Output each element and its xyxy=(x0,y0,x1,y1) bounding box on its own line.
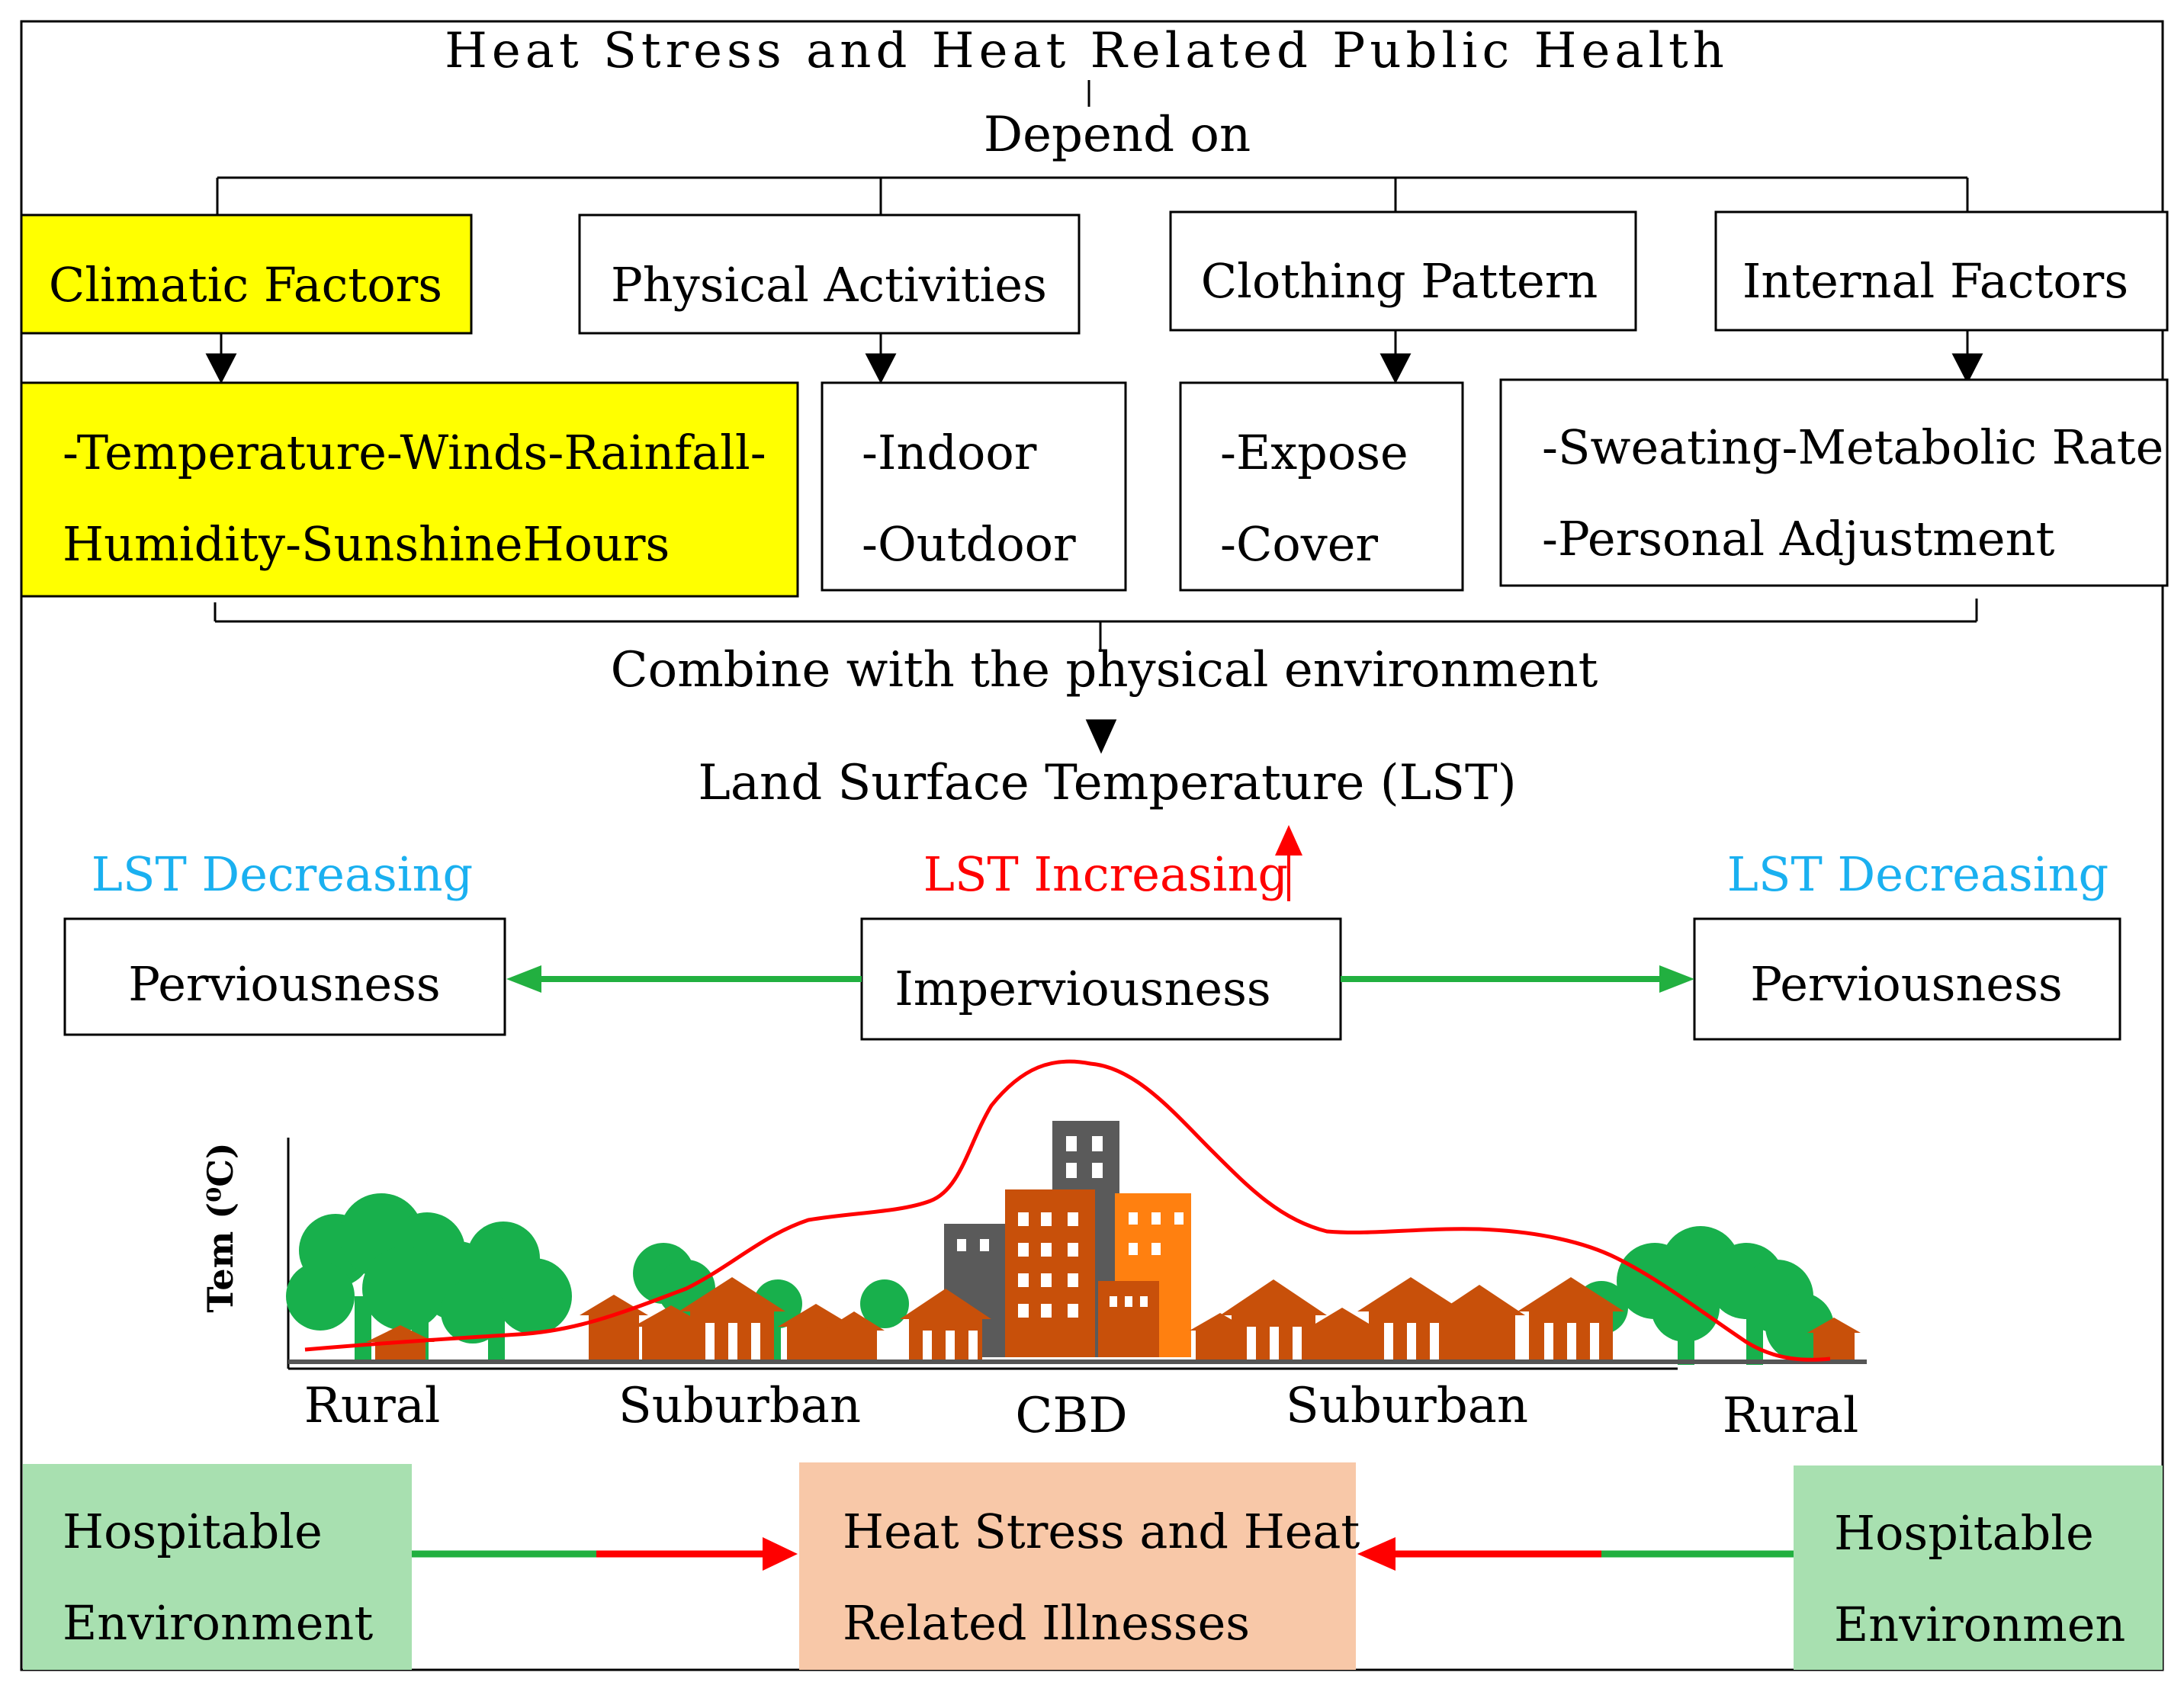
house-windows xyxy=(705,1323,1599,1361)
climatic-item: Humidity-SunshineHours xyxy=(63,516,670,572)
zone-label: Rural xyxy=(1723,1388,1859,1444)
perviousness-left-box xyxy=(63,917,506,1036)
activities-items-box xyxy=(821,381,1127,592)
heat-island-illustration: Tem (⁰C) xyxy=(200,1059,1867,1444)
hospitable-right-line: Hospitable xyxy=(1834,1505,2094,1561)
lst-decreasing-right: LST Decreasing xyxy=(1727,846,2109,902)
y-axis-label: Tem (⁰C) xyxy=(200,1142,241,1312)
hospitable-left-box xyxy=(23,1464,412,1670)
depend-on-label: Depend on xyxy=(984,107,1251,163)
climatic-item: -Temperature-Winds-Rainfall- xyxy=(63,425,766,480)
hospitable-left-line: Hospitable xyxy=(63,1504,323,1559)
heat-illness-box xyxy=(799,1462,1356,1670)
outcome-arrow-left xyxy=(412,1537,798,1571)
climatic-items-box xyxy=(20,381,799,598)
clothing-pattern-box xyxy=(1169,210,1637,332)
lst-decreasing-left: LST Decreasing xyxy=(92,846,473,902)
hospitable-right-box xyxy=(1794,1465,2163,1670)
internal-item: -Personal Adjustment xyxy=(1542,511,2055,567)
hospitable-left-line: Environment xyxy=(63,1595,373,1651)
red-up-arrow xyxy=(1275,825,1302,901)
combine-arrow xyxy=(1085,719,1117,754)
lst-label: Land Surface Temperature (LST) xyxy=(698,755,1516,811)
physical-activities-label: Physical Activities xyxy=(611,257,1047,313)
factor-arrows xyxy=(205,330,1983,384)
imperviousness-label: Imperviousness xyxy=(894,961,1271,1016)
imperviousness-box xyxy=(860,917,1342,1041)
perviousness-left-label: Perviousness xyxy=(128,956,440,1012)
activity-item: -Outdoor xyxy=(862,516,1076,572)
internal-items-box xyxy=(1499,378,2169,587)
clothing-item: -Expose xyxy=(1220,425,1408,480)
lst-increasing: LST Increasing xyxy=(923,846,1288,902)
climatic-factors-box xyxy=(20,213,473,335)
clothing-items-box xyxy=(1179,381,1464,592)
clothing-pattern-label: Clothing Pattern xyxy=(1201,253,1598,309)
combine-label: Combine with the physical environment xyxy=(611,642,1598,698)
top-bracket xyxy=(216,176,1969,215)
climatic-factors-label: Climatic Factors xyxy=(49,257,442,313)
green-arrows xyxy=(506,965,1694,993)
ground-line xyxy=(288,1360,1867,1364)
perviousness-right-label: Perviousness xyxy=(1750,956,2062,1012)
zone-label: CBD xyxy=(1015,1388,1127,1444)
internal-factors-label: Internal Factors xyxy=(1742,253,2128,309)
outcome-arrow-right xyxy=(1357,1537,1794,1571)
activity-item: -Indoor xyxy=(862,425,1037,480)
heat-illness-line: Related Illnesses xyxy=(843,1595,1250,1651)
bottom-bracket xyxy=(214,599,1978,652)
zone-label: Suburban xyxy=(618,1378,861,1434)
internal-item: -Sweating-Metabolic Rate xyxy=(1542,419,2163,475)
zone-label: Rural xyxy=(304,1378,441,1434)
heat-illness-line: Heat Stress and Heat xyxy=(843,1504,1360,1559)
zone-label: Suburban xyxy=(1286,1378,1528,1434)
hospitable-right-line: Environmen xyxy=(1834,1597,2125,1652)
clothing-item: -Cover xyxy=(1220,516,1378,572)
physical-activities-box xyxy=(578,213,1081,335)
temperature-curve xyxy=(304,1059,1831,1362)
diagram-title: Heat Stress and Heat Related Public Heal… xyxy=(445,23,1729,79)
internal-factors-box xyxy=(1714,210,2169,332)
